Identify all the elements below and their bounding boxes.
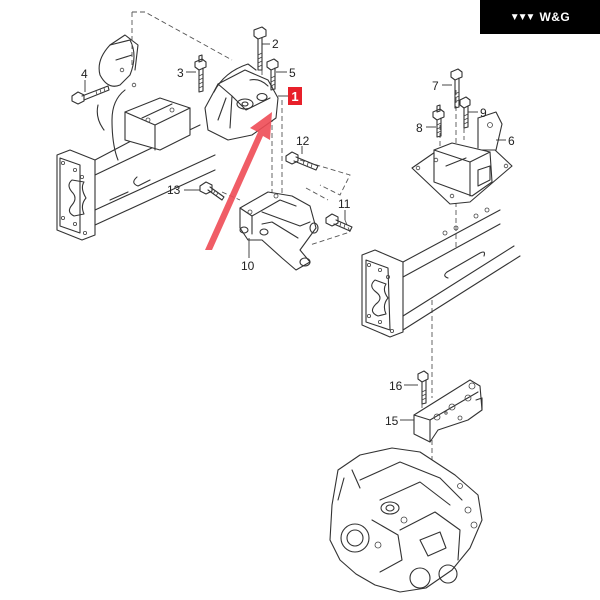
stud-3: [194, 54, 207, 93]
part-15-transmission-bracket: [413, 379, 483, 443]
callout-2[interactable]: 2: [262, 37, 279, 51]
callout-label: 12: [296, 134, 310, 148]
callout-label: 9: [480, 106, 487, 120]
part-10-bracket: [239, 191, 319, 271]
left-subframe-beam: [56, 34, 216, 241]
triple-chevron-logo-icon: ▼▼▼: [509, 11, 536, 23]
callout-4[interactable]: 4: [81, 67, 88, 92]
brand-name: W&G: [539, 10, 571, 24]
bolt-7: [450, 68, 463, 109]
callout-label: 3: [177, 66, 184, 80]
bolt-4: [71, 85, 110, 105]
callout-3[interactable]: 3: [177, 66, 196, 80]
callout-8[interactable]: 8: [416, 121, 436, 135]
callout-label: 4: [81, 67, 88, 81]
callout-12[interactable]: 12: [296, 134, 310, 154]
callout-label: 2: [272, 37, 279, 51]
callout-label: 11: [338, 197, 351, 211]
callout-label: 10: [241, 259, 255, 273]
callout-label: 5: [289, 66, 296, 80]
callout-10[interactable]: 10: [241, 238, 255, 273]
bolt-12: [285, 151, 319, 171]
callout-6[interactable]: 6: [496, 134, 515, 148]
bolt-5: [266, 58, 279, 91]
callout-label: 16: [389, 379, 403, 393]
brand-badge: ▼▼▼ W&G: [480, 0, 600, 34]
callout-label: 6: [508, 134, 515, 148]
callout-16[interactable]: 16: [389, 379, 418, 393]
stud-8: [432, 104, 445, 138]
callout-9[interactable]: 9: [468, 106, 487, 120]
part-6-transmission-mount: [411, 111, 513, 205]
highlight-arrow: [205, 112, 272, 250]
callout-13[interactable]: 13: [167, 183, 200, 197]
callout-15[interactable]: 15: [385, 414, 414, 428]
callout-11[interactable]: 11: [338, 197, 351, 220]
callout-label: 8: [416, 121, 423, 135]
callout-1[interactable]: 1: [278, 87, 302, 105]
transmission-gearbox: [329, 447, 483, 593]
bolt-9: [459, 96, 471, 129]
right-subframe-beam: [361, 207, 521, 338]
callout-label: 1: [291, 89, 298, 104]
bolt-11: [325, 213, 353, 232]
callout-label: 13: [167, 183, 181, 197]
bolt-16: [417, 370, 429, 405]
part-1-highlight-badge: [288, 87, 302, 105]
callout-label: 15: [385, 414, 399, 428]
callout-5[interactable]: 5: [276, 66, 296, 80]
bolt-2: [253, 26, 267, 71]
callout-label: 7: [432, 79, 439, 93]
bolt-13: [199, 181, 225, 201]
callout-7[interactable]: 7: [432, 79, 452, 93]
